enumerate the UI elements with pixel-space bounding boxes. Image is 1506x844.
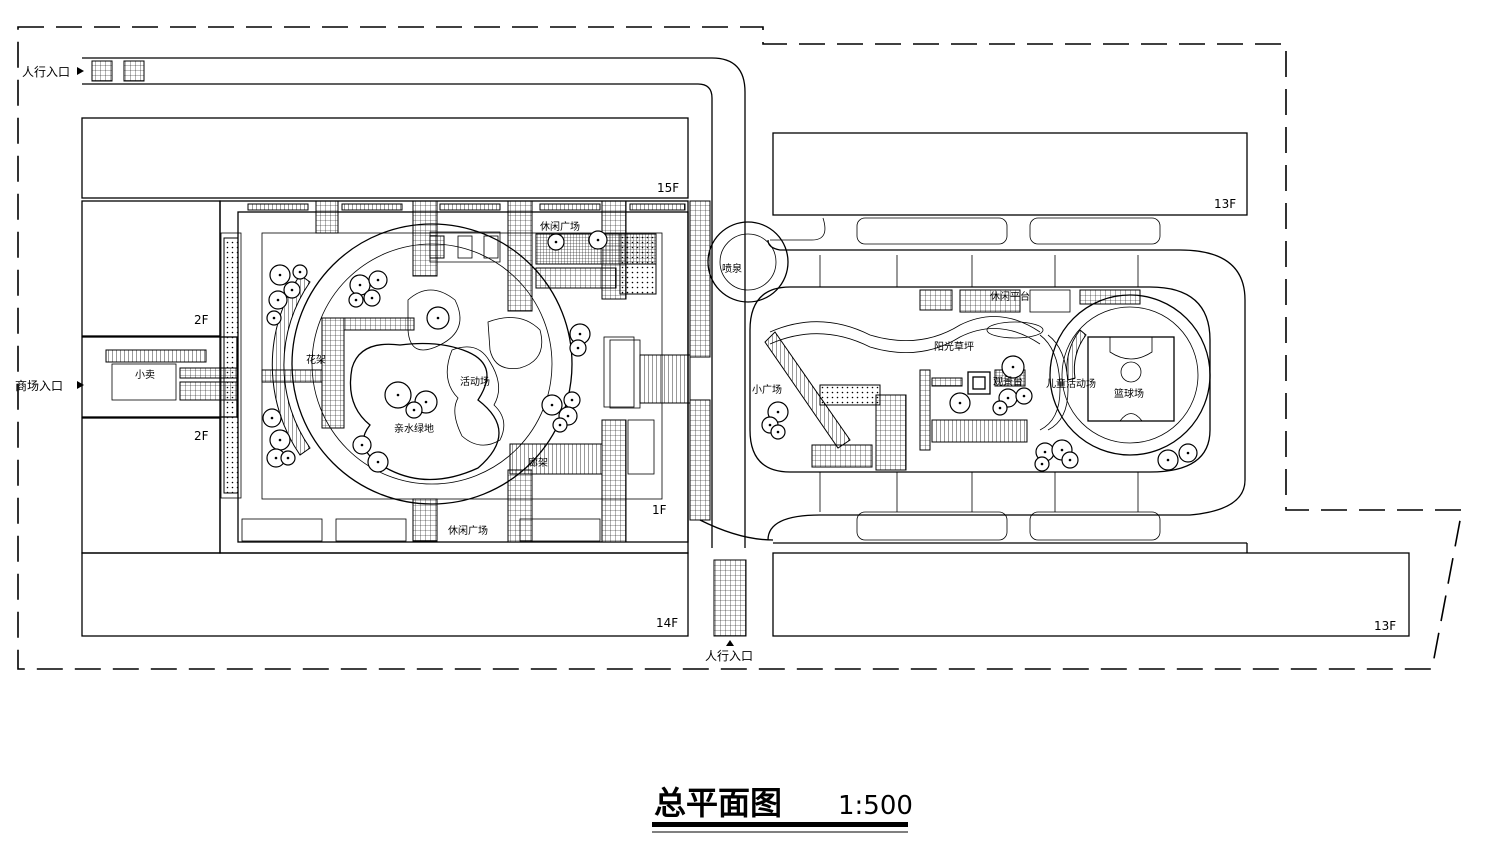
drawing-scale: 1:500 (838, 791, 913, 821)
place-label: 阳光草坪 (934, 340, 974, 353)
entrance-label-bottom: 人行入口 (705, 649, 753, 663)
entrance-path-top (82, 57, 746, 548)
west-courtyard (219, 200, 689, 554)
floor-label-14f: 14F (656, 616, 678, 630)
building-13f-north (772, 132, 1248, 216)
floor-label-13f-south: 13F (1374, 619, 1396, 633)
title-underline (652, 822, 908, 827)
arrow-icon (726, 640, 734, 646)
place-label: 亲水绿地 (394, 422, 434, 435)
building-13f-south (772, 552, 1410, 637)
floor-label-1f: 1F (652, 503, 667, 517)
fountain-roundabout (707, 221, 789, 303)
drawing-title: 总平面图 (654, 784, 782, 822)
building-15f (81, 117, 689, 199)
tree-cluster-east (761, 355, 1198, 472)
mall-entrance-paving (105, 349, 238, 401)
floor-label-13f-north: 13F (1214, 197, 1236, 211)
place-label: 活动场 (460, 375, 490, 388)
place-label: 廊架 (528, 456, 548, 469)
place-label: 观景台 (993, 375, 1023, 388)
place-label: 休闲广场 (448, 524, 488, 537)
place-label: 喷泉 (722, 262, 742, 275)
central-connector (609, 200, 774, 637)
place-label: 花架 (306, 353, 326, 366)
arrow-icon (77, 67, 84, 75)
site-boundary (17, 26, 1463, 670)
east-courtyard (749, 217, 1246, 541)
place-label: 篮球场 (1114, 387, 1144, 400)
basketball-court (1087, 336, 1175, 422)
floor-label-2f-upper: 2F (194, 313, 209, 327)
place-label: 小卖 (135, 369, 155, 381)
tree-cluster-west (262, 230, 608, 473)
entrance-label-mall: 商场入口 (15, 378, 63, 393)
place-label: 小广场 (752, 383, 782, 396)
place-label: 休闲平台 (990, 290, 1030, 303)
place-label: 休闲广场 (540, 220, 580, 233)
building-14f (81, 552, 689, 637)
arrow-icon (77, 381, 84, 389)
place-label: 儿童活动场 (1046, 377, 1096, 390)
floor-label-15f: 15F (657, 181, 679, 195)
entrance-label-top: 人行入口 (22, 65, 70, 79)
floor-label-2f-lower: 2F (194, 429, 209, 443)
